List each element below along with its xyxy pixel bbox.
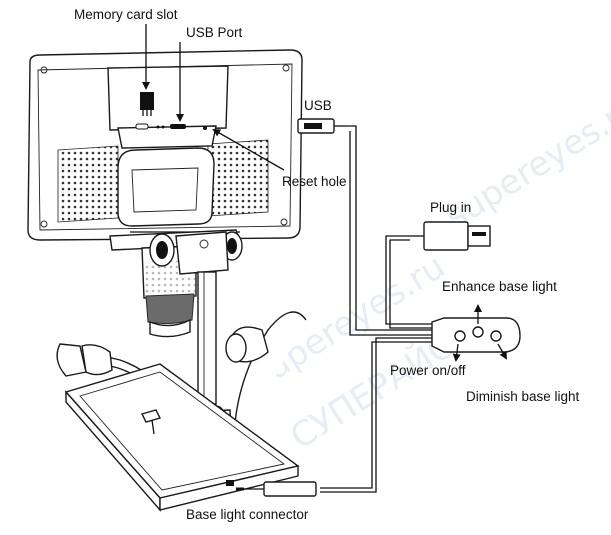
label-power-on-off: Power on/off	[390, 363, 466, 378]
reset-hole	[203, 126, 207, 130]
focus-knob	[149, 231, 243, 275]
label-usb-port: USB Port	[186, 25, 243, 40]
label-plug-in: Plug in	[430, 200, 471, 215]
power-arrow	[452, 343, 461, 362]
plug-in-cable	[385, 221, 491, 329]
lcd-screen	[27, 49, 303, 241]
label-usb: USB	[304, 98, 332, 113]
label-diminish-base-light: Diminish base light	[466, 389, 580, 404]
base-plate	[64, 363, 300, 512]
light-control-box	[431, 317, 521, 353]
label-reset-hole: Reset hole	[282, 174, 347, 189]
usb-cable	[297, 118, 444, 336]
label-base-light-connector: Base light connector	[186, 507, 309, 522]
power-button	[454, 330, 466, 342]
enhance-button	[472, 326, 484, 338]
reset-hole-leader	[212, 129, 285, 171]
base-light-cable	[236, 337, 444, 497]
diminish-button	[490, 330, 502, 342]
usb-port	[135, 123, 186, 130]
label-enhance-base-light: Enhance base light	[442, 279, 557, 294]
memory-card-slot	[140, 92, 154, 116]
label-memory-card-slot: Memory card slot	[74, 7, 178, 22]
diminish-arrow	[497, 343, 507, 360]
